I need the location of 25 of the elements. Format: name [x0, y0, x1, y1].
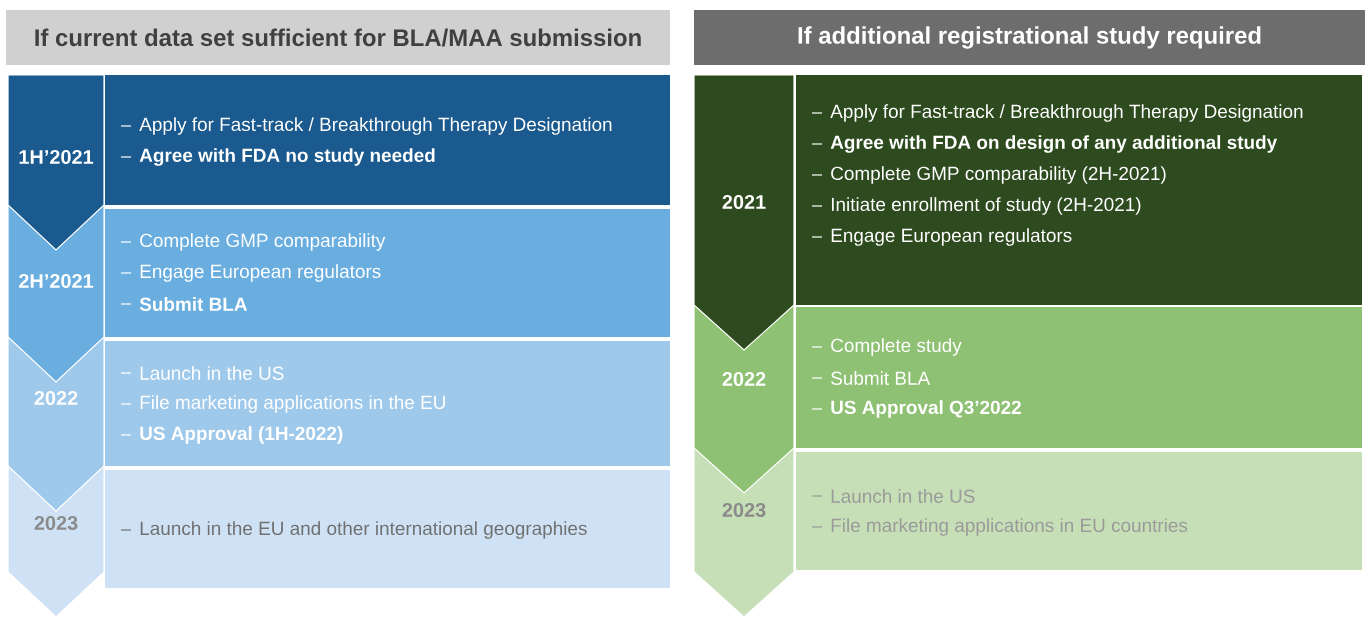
year-band: 2021: [693, 74, 795, 351]
header-band: If current data set sufficient for BLA/MAA submission: [6, 10, 670, 65]
bullet-item: Agree with FDA no study needed: [120, 148, 435, 166]
header-band: If additional registrational study required: [694, 10, 1365, 65]
bullet-item: Apply for Fast-track / Breakthrough Therapy Designation: [811, 104, 1303, 122]
bullet-item: US Approval (1H-2022): [120, 426, 343, 444]
bullet-item: Complete GMP comparability: [120, 233, 386, 251]
bullet-item: US Approval Q3’2022: [811, 400, 1021, 418]
bullet-item: Submit BLA: [120, 297, 247, 311]
bullet-item: Initiate enrollment of study (2H-2021): [811, 197, 1141, 215]
bullet-item: File marketing applications in the EU: [120, 395, 445, 413]
bullet-item: Agree with FDA on design of any additional study: [811, 135, 1278, 153]
bullet-item: File marketing applications in EU countries: [811, 518, 1188, 536]
year-band: 1H’2021: [7, 74, 105, 251]
bullet-item: Launch in the US: [120, 366, 284, 380]
bullet-item: Apply for Fast-track / Breakthrough Therapy Designation: [120, 117, 612, 135]
bullet-item: Launch in the EU and other international geographies: [120, 521, 587, 539]
bullet-item: Launch in the US: [811, 489, 975, 503]
node-label: 2023: [34, 515, 78, 531]
bullet-item: Complete GMP comparability (2H-2021): [811, 166, 1166, 184]
bullet-item: Engage European regulators: [811, 228, 1072, 246]
bullet-item: Engage European regulators: [120, 264, 381, 282]
bullet-item: Submit BLA: [811, 371, 931, 385]
node-label: 2023: [722, 502, 766, 518]
bullet-item: Complete study: [811, 338, 962, 356]
